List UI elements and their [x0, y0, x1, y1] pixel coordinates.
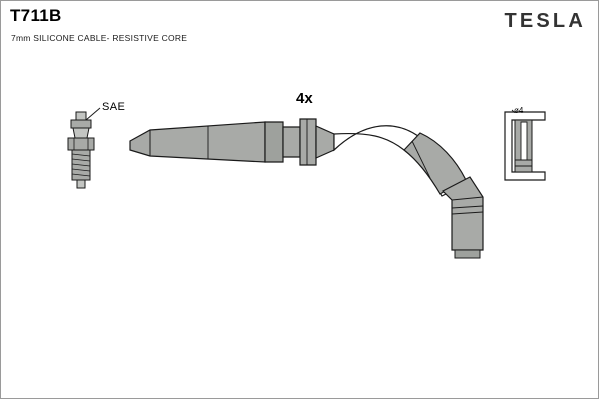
- clip-bands: [515, 159, 532, 167]
- spark-plug-connector-sae: [67, 107, 101, 189]
- clip-bracket: [504, 111, 546, 181]
- plug-insulator: [72, 127, 90, 139]
- coil-boot-collar-line-1: [451, 196, 484, 201]
- strain-relief-block: [299, 118, 317, 166]
- boot-neck: [282, 126, 301, 158]
- coil-boot-collar-line-3: [451, 211, 484, 215]
- plug-hex-upper: [70, 119, 92, 129]
- ignition-cable-assembly: [129, 118, 484, 259]
- plug-tip: [76, 179, 86, 189]
- retaining-clip-sleeve: [504, 109, 546, 181]
- page-title: T711B: [10, 6, 62, 25]
- plug-hex-nut: [67, 137, 95, 151]
- clip-core-channel: [520, 121, 528, 161]
- sae-leader-line: [85, 107, 101, 121]
- brand-logo-text: TESLA: [504, 10, 586, 32]
- boot-collar: [264, 121, 284, 163]
- label-diameter: ø4: [514, 106, 524, 115]
- plug-thread-lines: [71, 153, 91, 177]
- label-sae: SAE: [102, 101, 126, 113]
- cable-entry-taper: [315, 125, 335, 159]
- product-description: 7mm SILICONE CABLE- RESISTIVE CORE: [11, 33, 188, 43]
- plug-terminal: [75, 111, 87, 121]
- label-quantity: 4x: [296, 90, 313, 107]
- coil-boot-collar-line-2: [451, 205, 484, 209]
- bend-sleeve-seam: [411, 140, 431, 179]
- coil-boot-end-cap: [454, 249, 481, 259]
